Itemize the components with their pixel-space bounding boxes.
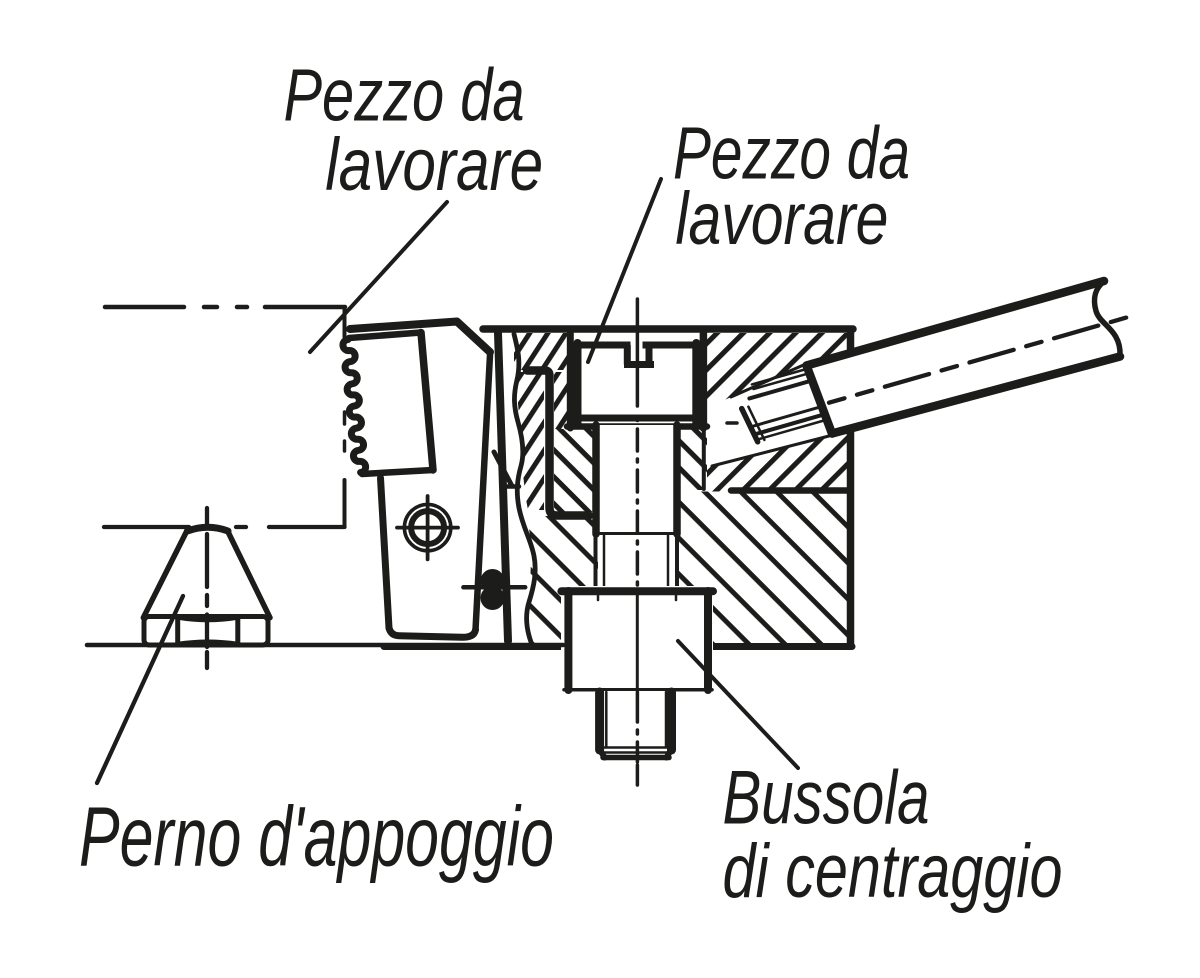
svg-text:Pezzo da: Pezzo da [673, 111, 910, 194]
svg-text:lavorare: lavorare [675, 177, 888, 260]
svg-text:Pezzo da: Pezzo da [284, 53, 525, 136]
svg-text:Bussola: Bussola [723, 756, 930, 841]
svg-text:Perno d'appoggio: Perno d'appoggio [79, 790, 554, 884]
svg-text:di centraggio: di centraggio [723, 829, 1063, 914]
svg-text:lavorare: lavorare [325, 123, 543, 206]
